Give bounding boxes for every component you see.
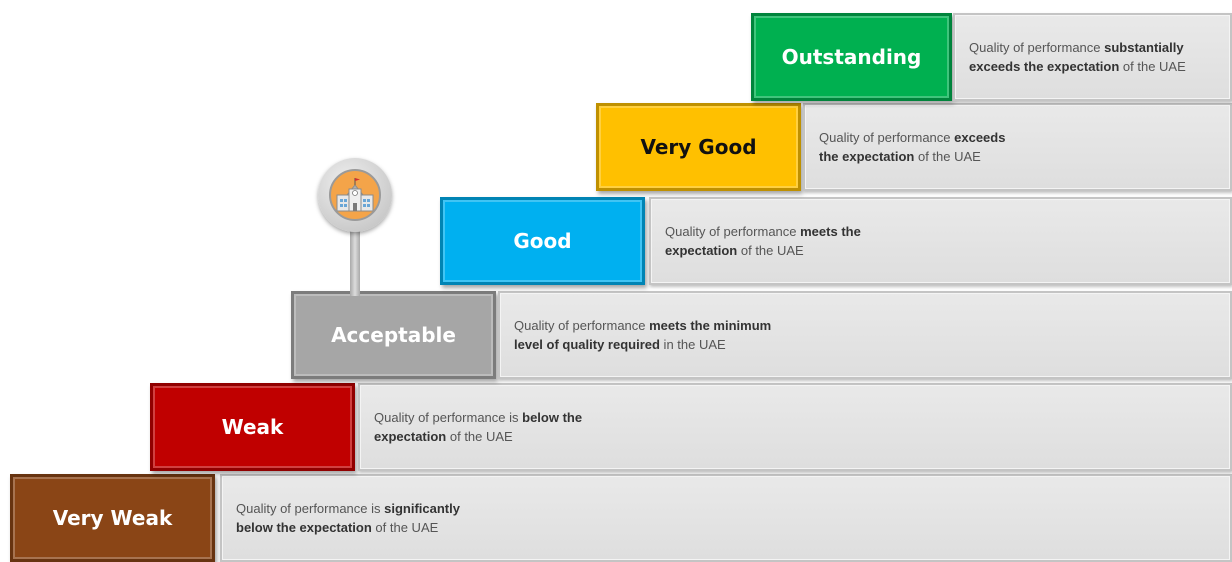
description-emphasis: expectation xyxy=(665,243,738,258)
description-emphasis: exceeds xyxy=(954,130,1006,145)
pin-stem xyxy=(350,230,360,296)
level-row-acceptable: Acceptable Quality of performance meets … xyxy=(291,291,1232,379)
description-emphasis: significantly xyxy=(384,501,460,516)
description-text: in the UAE xyxy=(659,337,726,352)
description-emphasis: the expectation xyxy=(819,149,915,164)
level-description-outstanding: Quality of performance substantially exce… xyxy=(953,13,1232,101)
description-emphasis: expectation xyxy=(374,429,447,444)
pin-head xyxy=(318,158,392,232)
description-text: Quality of performance xyxy=(969,40,1105,55)
description-text: Quality of performance xyxy=(665,224,801,239)
description-emphasis: substantially xyxy=(1104,40,1184,55)
description-emphasis: meets the xyxy=(800,224,861,239)
level-description-good: Quality of performance meets the expectat… xyxy=(649,197,1232,285)
description-text: Quality of performance xyxy=(514,318,650,333)
level-row-very-weak: Very Weak Quality of performance is sign… xyxy=(10,474,1232,562)
description-emphasis: exceeds the expectation xyxy=(969,59,1120,74)
description-text: of the UAE xyxy=(1119,59,1186,74)
level-label-weak: Weak xyxy=(150,383,355,471)
description-emphasis: meets the minimum xyxy=(649,318,772,333)
location-pin-marker xyxy=(318,158,398,308)
description-text: Quality of performance xyxy=(819,130,955,145)
level-label-outstanding: Outstanding xyxy=(751,13,952,101)
description-text: Quality of performance is xyxy=(374,410,523,425)
level-row-good: Good Quality of performance meets the exp… xyxy=(440,197,1232,285)
description-emphasis: below the expectation xyxy=(236,520,372,535)
description-text: Quality of performance is xyxy=(236,501,385,516)
level-row-weak: Weak Quality of performance is below the… xyxy=(150,383,1232,471)
school-building-icon xyxy=(329,169,381,221)
description-text: of the UAE xyxy=(914,149,981,164)
level-row-very-good: Very Good Quality of performance exceeds… xyxy=(596,103,1232,191)
description-text: of the UAE xyxy=(446,429,513,444)
level-description-weak: Quality of performance is below the expec… xyxy=(358,383,1232,471)
level-label-acceptable: Acceptable xyxy=(291,291,496,379)
level-row-outstanding: Outstanding Quality of performance subst… xyxy=(751,13,1232,101)
description-emphasis: below the xyxy=(522,410,583,425)
description-emphasis: level of quality required xyxy=(514,337,660,352)
level-label-good: Good xyxy=(440,197,645,285)
level-description-acceptable: Quality of performance meets the minimum… xyxy=(498,291,1232,379)
level-label-very-good: Very Good xyxy=(596,103,801,191)
level-description-very-good: Quality of performance exceeds the expect… xyxy=(803,103,1232,191)
description-text: of the UAE xyxy=(737,243,804,258)
level-label-very-weak: Very Weak xyxy=(10,474,215,562)
description-text: of the UAE xyxy=(371,520,439,535)
level-description-very-weak: Quality of performance is significantly b… xyxy=(220,474,1232,562)
